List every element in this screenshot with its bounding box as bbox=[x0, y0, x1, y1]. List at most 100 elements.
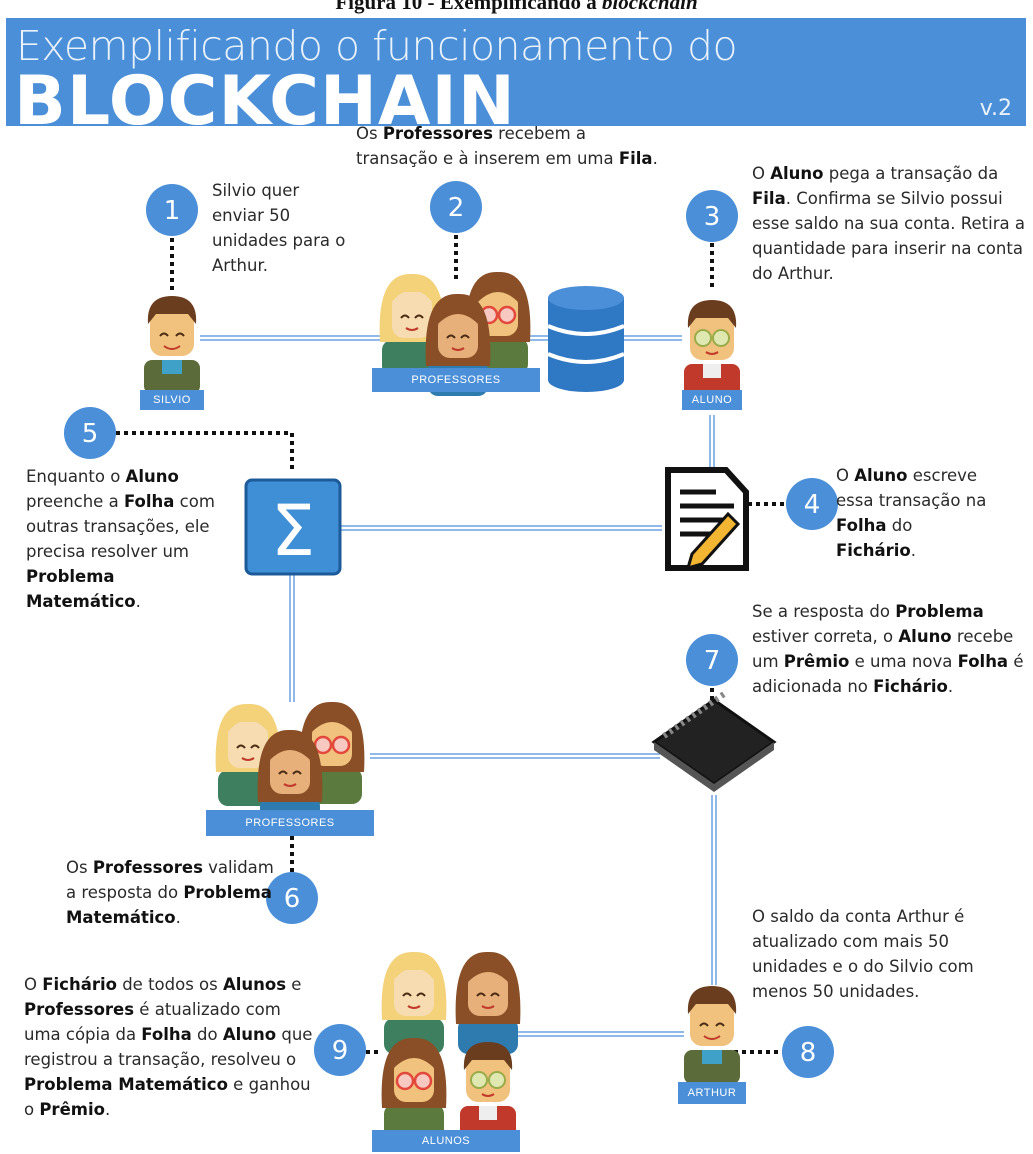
step-number-2: 2 bbox=[448, 193, 465, 223]
description-run: Prêmio bbox=[39, 1100, 105, 1119]
description-run: pega a transação da bbox=[823, 164, 999, 183]
description-run: O saldo da conta Arthur é atualizado com… bbox=[752, 907, 974, 1001]
step-1-description: Silvio quer enviar 50 unidades para o Ar… bbox=[212, 178, 352, 278]
label-silvio: SILVIO bbox=[140, 390, 204, 410]
description-run: recebem a transação e à inserem em uma bbox=[356, 124, 619, 168]
description-run: Aluno bbox=[125, 467, 179, 486]
description-run: Aluno bbox=[854, 466, 908, 485]
step-2-description: Os Professores recebem a transação e à i… bbox=[356, 121, 666, 171]
description-run: Aluno bbox=[770, 164, 824, 183]
label-arthur: ARTHUR bbox=[678, 1082, 746, 1104]
description-run: Alunos bbox=[222, 975, 287, 994]
caption-prefix: Figura 10 - Exemplificando a bbox=[335, 0, 602, 14]
step-number-7: 7 bbox=[704, 646, 721, 676]
step-9-description: O Fichário de todos os Alunos e Professo… bbox=[24, 972, 320, 1122]
label-professores-top: PROFESSORES bbox=[372, 368, 540, 392]
description-run: Fichário bbox=[836, 541, 911, 560]
description-run: Aluno bbox=[898, 627, 952, 646]
description-run: é adicionada no bbox=[752, 652, 1024, 696]
svg-text:Σ: Σ bbox=[271, 490, 315, 572]
description-run: do bbox=[886, 516, 913, 535]
dotted-leaders bbox=[116, 235, 786, 1054]
step-circle-1: 1 bbox=[146, 184, 198, 236]
description-run: estiver correta, o bbox=[752, 627, 899, 646]
aluno-avatar bbox=[683, 299, 741, 399]
description-run: Professores bbox=[92, 858, 203, 877]
description-run: Problema bbox=[895, 602, 984, 621]
description-run: do bbox=[191, 1025, 223, 1044]
step-number-9: 9 bbox=[332, 1036, 349, 1066]
description-run: validam a resposta do bbox=[66, 858, 274, 902]
label-aluno: ALUNO bbox=[682, 390, 742, 410]
label-alunos: ALUNOS bbox=[372, 1130, 520, 1152]
description-run: O bbox=[752, 164, 771, 183]
step-number-1: 1 bbox=[164, 196, 181, 226]
description-run: Prêmio bbox=[783, 652, 850, 671]
description-run: Silvio quer enviar 50 unidades para o Ar… bbox=[212, 181, 346, 275]
description-run: Aluno bbox=[222, 1025, 277, 1044]
banner-title: BLOCKCHAIN bbox=[14, 62, 516, 141]
description-run: . bbox=[104, 1100, 111, 1119]
figure-caption: Figura 10 - Exemplificando a blockchain bbox=[0, 0, 1033, 15]
step-number-5: 5 bbox=[82, 419, 99, 449]
silvio-avatar bbox=[143, 295, 201, 395]
description-run: O bbox=[24, 975, 43, 994]
description-run: Folha bbox=[957, 652, 1009, 671]
arthur-avatar bbox=[683, 985, 741, 1085]
description-run: Folha bbox=[123, 492, 175, 511]
description-run: Problema Matemático bbox=[26, 567, 136, 611]
description-run: Fichário bbox=[873, 677, 948, 696]
step-4-description: O Aluno escreve essa transação na Folha … bbox=[836, 463, 996, 563]
description-run: Folha bbox=[141, 1025, 192, 1044]
description-run: e ganhou o bbox=[24, 1075, 311, 1119]
step-circle-8: 8 bbox=[782, 1026, 834, 1078]
alunos-avatars bbox=[380, 950, 522, 1142]
description-run: e uma nova bbox=[849, 652, 958, 671]
connector-line-highlights bbox=[200, 337, 715, 1035]
step-circle-9: 9 bbox=[314, 1024, 366, 1076]
step-circle-3: 3 bbox=[686, 190, 738, 242]
step-7-description: Se a resposta do Problema estiver corret… bbox=[752, 599, 1028, 699]
database-icon bbox=[547, 286, 625, 392]
description-run: Os bbox=[66, 858, 93, 877]
description-run: Problema Matemático bbox=[24, 1075, 228, 1094]
step-3-description: O Aluno pega a transação da Fila. Confir… bbox=[752, 161, 1028, 286]
description-run: . bbox=[135, 592, 141, 611]
title-banner: Exemplificando o funcionamento do BLOCKC… bbox=[6, 18, 1026, 141]
banner-version: v.2 bbox=[979, 96, 1012, 121]
step-circle-5: 5 bbox=[64, 407, 116, 459]
document-pencil-icon bbox=[665, 467, 749, 571]
description-run: Fila bbox=[618, 149, 653, 168]
description-run: . bbox=[175, 908, 181, 927]
step-markers: 1 2 3 4 5 6 7 8 9 bbox=[64, 181, 838, 1078]
step-5-description: Enquanto o Aluno preenche a Folha com ou… bbox=[26, 464, 234, 614]
description-run: preenche a bbox=[26, 492, 124, 511]
description-run: . bbox=[947, 677, 954, 696]
description-run: . bbox=[652, 149, 658, 168]
step-circle-4: 4 bbox=[786, 478, 838, 530]
caption-emphasis: blockchain bbox=[601, 0, 698, 14]
description-run: Os bbox=[356, 124, 383, 143]
description-run: e bbox=[286, 975, 302, 994]
description-run: escreve essa transação na bbox=[836, 466, 987, 510]
step-circle-7: 7 bbox=[686, 634, 738, 686]
description-run: Fichário bbox=[42, 975, 117, 994]
description-run: que registrou a transação, resolveu o bbox=[24, 1025, 313, 1069]
step-8-description: O saldo da conta Arthur é atualizado com… bbox=[752, 904, 1002, 1004]
description-run: Fila bbox=[752, 189, 786, 208]
description-run: recebe um bbox=[752, 627, 1014, 671]
description-run: . Confirma se Silvio possui esse saldo n… bbox=[752, 189, 1025, 283]
description-run: Professores bbox=[382, 124, 493, 143]
notebook-icon bbox=[651, 691, 777, 792]
description-run: Folha bbox=[836, 516, 887, 535]
leader-5 bbox=[116, 431, 294, 472]
step-circle-6: 6 bbox=[266, 872, 318, 924]
description-run: de todos os bbox=[116, 975, 223, 994]
step-number-3: 3 bbox=[704, 202, 721, 232]
step-number-8: 8 bbox=[800, 1038, 817, 1068]
banner-subtitle: Exemplificando o funcionamento do bbox=[16, 22, 738, 70]
description-run: . bbox=[910, 541, 916, 560]
step-number-6: 6 bbox=[284, 884, 301, 914]
description-run: com outras transações, ele precisa resol… bbox=[26, 492, 215, 561]
